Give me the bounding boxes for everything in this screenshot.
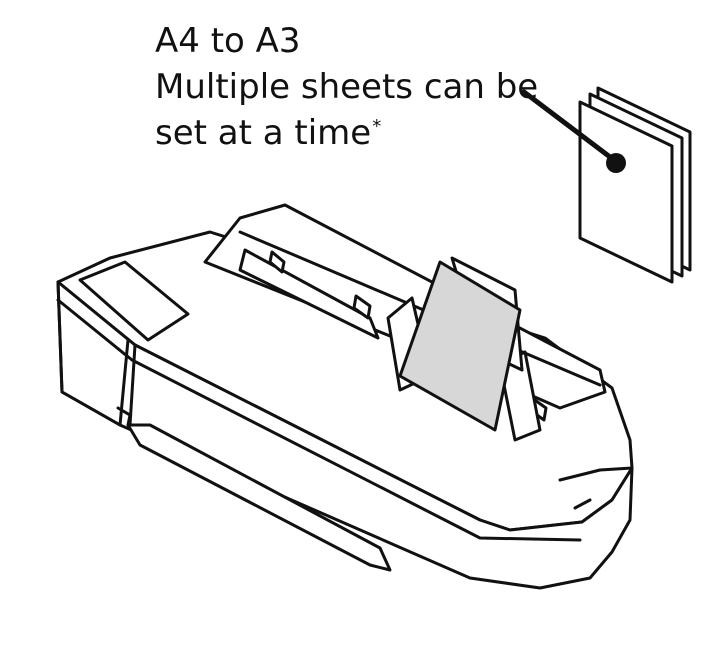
left-edge-guide	[268, 250, 286, 274]
front-crease	[128, 343, 137, 427]
footnote-asterisk: *	[372, 116, 382, 137]
printer-top-rim	[56, 298, 582, 542]
control-panel	[78, 260, 190, 342]
callout-dot	[606, 153, 626, 173]
callout-leader	[521, 89, 626, 173]
caption-size-range: A4 to A3	[155, 21, 301, 61]
printer-right-notch	[573, 498, 592, 510]
right-edge-guide	[352, 294, 372, 320]
front-tray-slot	[116, 406, 132, 427]
feed-slot-inner	[238, 248, 380, 340]
front-paper-tray	[126, 423, 392, 572]
loaded-paper-sheet	[398, 260, 522, 432]
paper-sheet-front	[578, 100, 674, 284]
caption-line-2: Multiple sheets can be	[155, 67, 539, 107]
printer-illustration	[56, 203, 634, 590]
printer-right-end	[558, 466, 634, 482]
caption-line-3: set at a time*	[155, 110, 538, 156]
feed-slot-opening	[238, 230, 602, 387]
caption-line-3-text: set at a time	[155, 113, 372, 153]
paper-stack-icon	[578, 86, 692, 284]
printer-left-cap	[56, 280, 130, 427]
callout-line	[521, 89, 617, 163]
caption-text: A4 to A3 Multiple sheets can be set at a…	[155, 18, 538, 156]
